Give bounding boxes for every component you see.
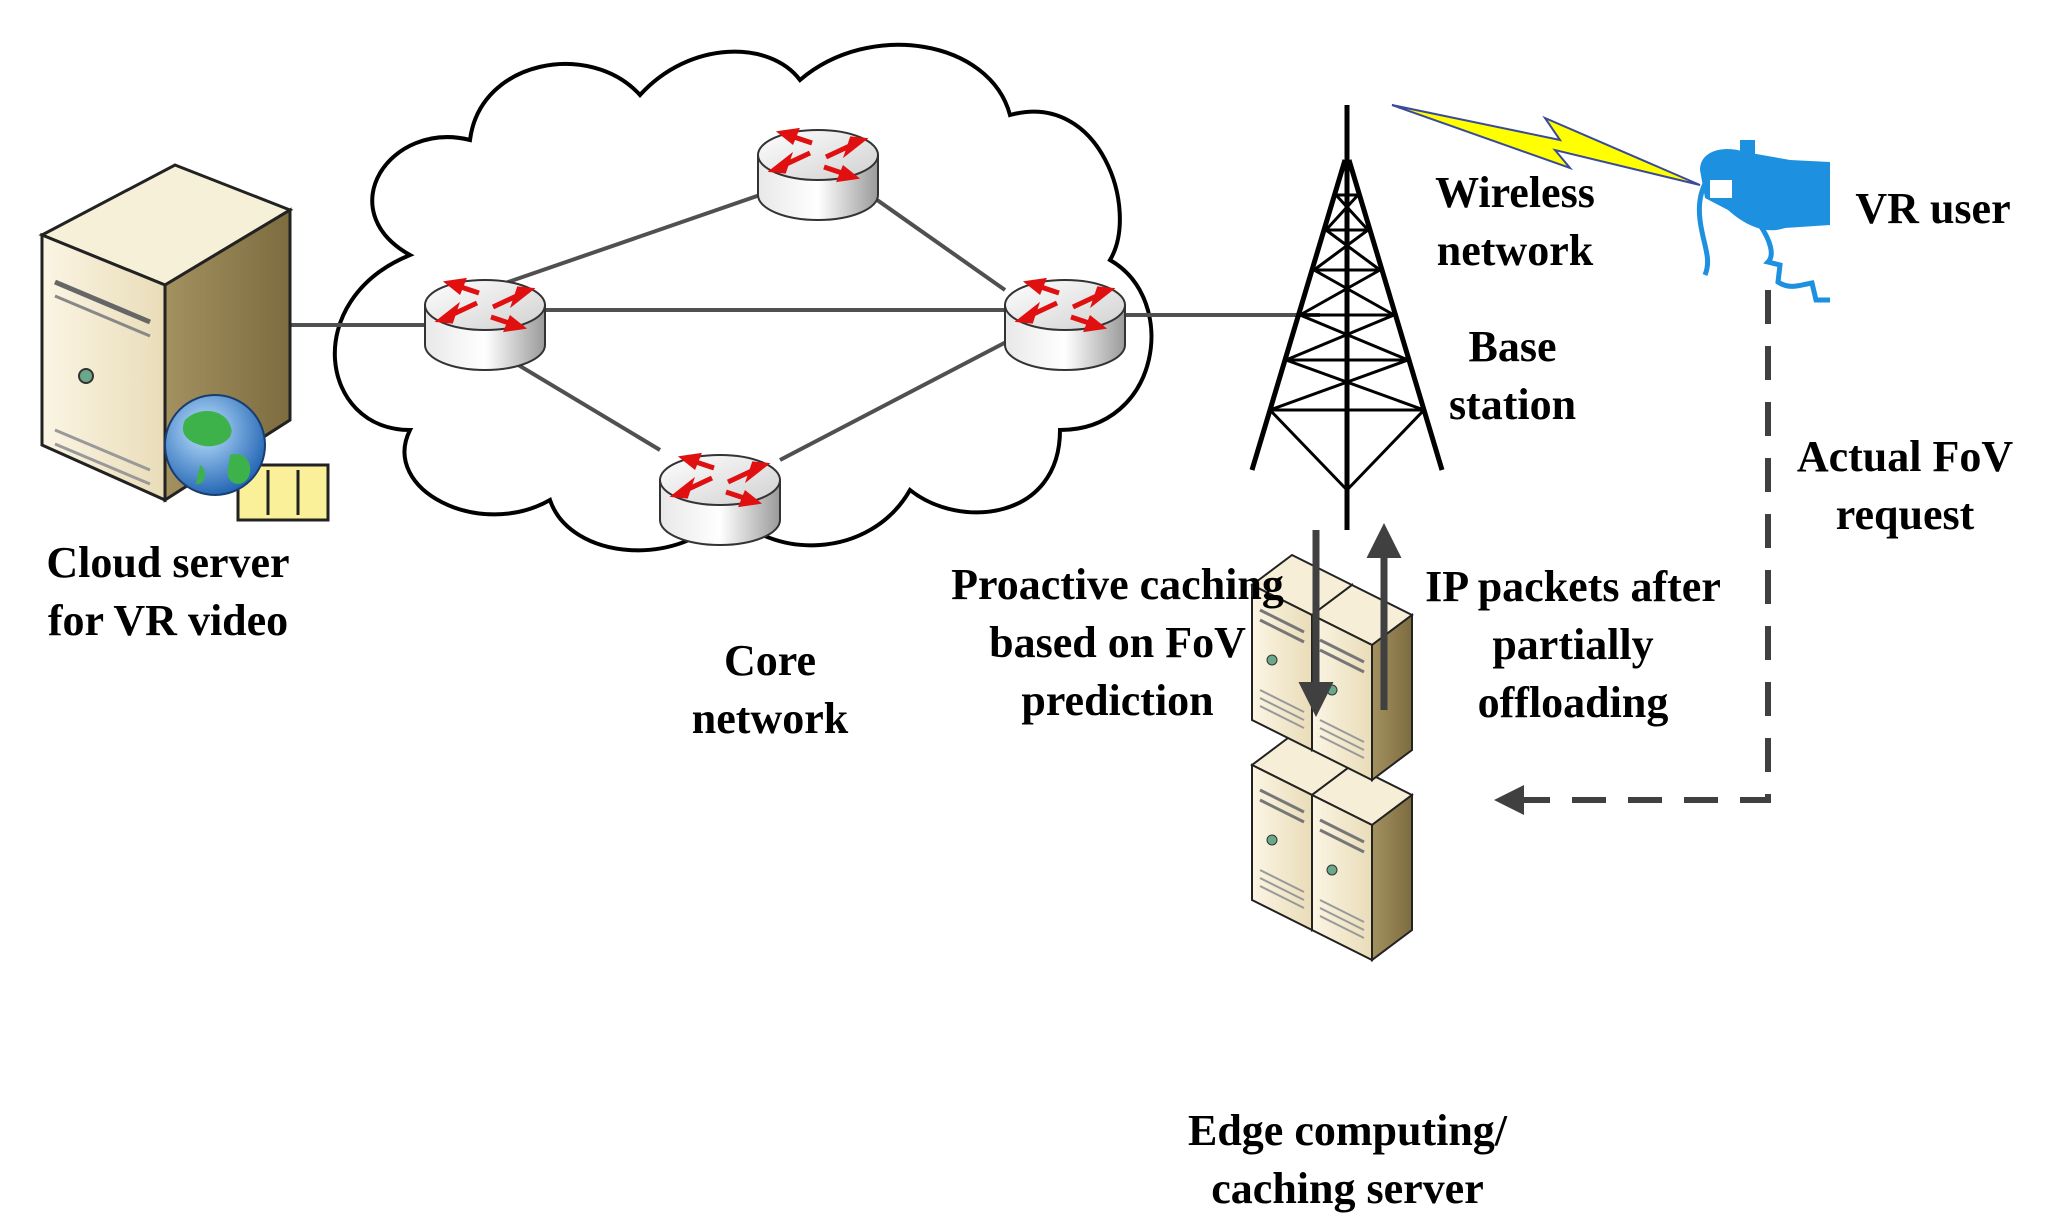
router-top xyxy=(758,130,878,220)
wireless-signal-icon xyxy=(1391,104,1701,186)
base-station-tower-icon xyxy=(1249,105,1445,530)
globe-icon xyxy=(164,394,266,496)
cloud-server-icon xyxy=(38,163,294,503)
fov-request-dashed-arrow xyxy=(1494,290,1771,815)
vr-user-icon xyxy=(1696,140,1830,303)
vr-user-label: VR user xyxy=(1855,184,2011,233)
router-right xyxy=(1005,280,1125,370)
core-network-cloud xyxy=(332,42,1154,553)
network-links xyxy=(290,193,1320,462)
router-left xyxy=(425,280,545,370)
edge-server-label: Edge computing/caching server xyxy=(1187,1106,1508,1213)
router-bottom xyxy=(660,455,780,545)
